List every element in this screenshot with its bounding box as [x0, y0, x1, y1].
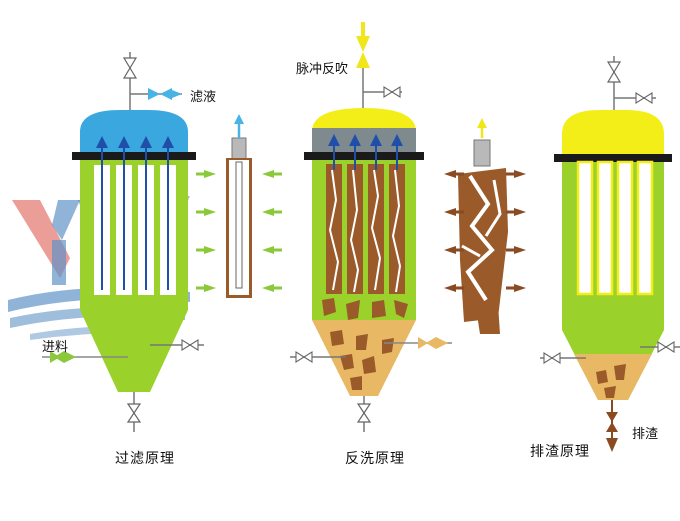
element-detail-backwash [458, 118, 508, 334]
caked-elements [326, 134, 405, 294]
bottom-valve-2[interactable] [356, 396, 372, 432]
discharge-outlet [606, 400, 618, 452]
backwash-dome [312, 128, 416, 154]
top-valve[interactable] [122, 52, 138, 112]
feed-label: 进料 [42, 340, 69, 355]
top-valve-3[interactable] [606, 56, 656, 112]
flow-arrows-backwash [444, 170, 526, 292]
falling-cake [322, 298, 408, 390]
filtrate-label: 滤液 [190, 90, 217, 105]
filtrate-outlet [130, 88, 182, 100]
top-vent-valve[interactable] [363, 86, 402, 98]
side-valve-3-left[interactable] [540, 352, 586, 364]
discharge-cone-cake [574, 354, 652, 400]
discharge-tube-plate [554, 154, 672, 162]
filtration-caption: 过滤原理 [115, 451, 175, 467]
discharged-cake [596, 364, 626, 398]
clean-elements [576, 160, 654, 296]
backwash-caption: 反洗原理 [345, 451, 405, 467]
side-valve-3-right[interactable] [640, 341, 680, 353]
filter-dome [80, 110, 188, 154]
pulse-label: 脉冲反吹 [296, 62, 349, 77]
backwash-tube-plate [304, 152, 424, 160]
discharge-caption: 排渣原理 [530, 444, 590, 460]
feed-inlet [42, 351, 128, 363]
discharge-dome [562, 110, 664, 156]
pulse-inlet [356, 22, 370, 112]
side-valve[interactable] [150, 339, 204, 351]
stage-filtration [42, 52, 282, 432]
stage-discharge [540, 56, 680, 452]
discharge-label: 排渣 [632, 427, 659, 442]
flow-arrows-filtration [196, 170, 282, 292]
backwash-cone [312, 320, 416, 396]
tube-plate [72, 152, 196, 160]
left-valve[interactable] [290, 351, 346, 363]
element-detail-filtration [226, 114, 252, 298]
stage-backwash [290, 22, 526, 432]
backwash-dome-top [312, 108, 416, 130]
bottom-valve[interactable] [126, 392, 142, 432]
filter-cone [80, 310, 188, 392]
slurry-outlet [384, 337, 452, 349]
filter-elements [92, 136, 178, 297]
